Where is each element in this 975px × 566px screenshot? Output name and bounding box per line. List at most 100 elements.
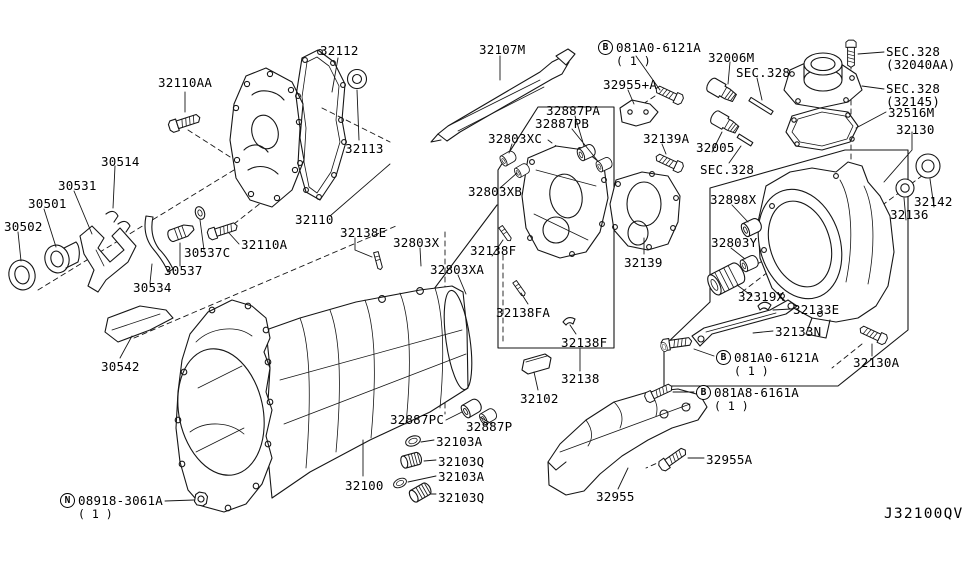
- part-number-text: 30502: [4, 219, 43, 234]
- diagram-code: J32100QV: [884, 506, 964, 522]
- part-number-text: 32100: [345, 478, 384, 493]
- part-label-32803XB: 32803XB: [468, 185, 522, 198]
- part-number-text: SEC.328: [700, 162, 755, 177]
- part-label-32803XC: 32803XC: [488, 132, 542, 145]
- part-label-32138: 32138: [561, 372, 600, 385]
- part-label-32110: 32110: [295, 213, 334, 226]
- part-number-text: 081A8-6161A: [714, 384, 799, 400]
- bottom-cover-32955-art: [547, 381, 708, 496]
- leader-lines: [17, 51, 935, 502]
- quantity-text: ( 1 ): [78, 507, 113, 521]
- part-label-32103A-1: 32103A: [436, 435, 482, 448]
- part-number-text: 30514: [101, 154, 140, 169]
- quantity-text: ( 1 ): [734, 364, 769, 378]
- circled-n-icon: N: [60, 493, 75, 508]
- part-number-text: 081A0-6121A: [734, 349, 819, 365]
- part-label-32103A-2: 32103A: [438, 470, 484, 483]
- part-number-text: 32138F: [470, 243, 517, 258]
- part-label-32139: 32139: [624, 256, 663, 269]
- part-label-32516M: 32516M: [888, 106, 934, 119]
- part-label-sec328-32040AA: SEC.328 (32040AA): [886, 45, 956, 71]
- part-number-text: 30537: [164, 263, 203, 278]
- part-label-sec328-switch-lower: SEC.328: [700, 163, 754, 176]
- part-label-32142: 32142: [914, 195, 953, 208]
- part-number-text: 32803XB: [468, 184, 523, 199]
- circled-b-icon: B: [696, 385, 711, 400]
- part-number-text: 32139: [624, 255, 663, 270]
- shifter-base-group-art: [783, 39, 863, 151]
- bushing-32113-art: [346, 68, 368, 90]
- part-number-text: 32107M: [479, 42, 526, 57]
- part-label-32887PA: 32887PA: [546, 104, 600, 117]
- part-number-text: 32136: [890, 207, 929, 222]
- part-number-text: 081A0-6121A: [616, 39, 701, 55]
- part-label-32005: 32005: [696, 141, 735, 154]
- rear-plate-group-art: [498, 142, 615, 375]
- part-number-text: SEC.328 (32040AA): [886, 44, 956, 73]
- part-label-32803XA: 32803XA: [430, 263, 484, 276]
- part-label-32112: 32112: [320, 44, 359, 57]
- main-gearcase-32100-art: [174, 251, 473, 513]
- part-number-text: 32103A: [438, 469, 485, 484]
- release-bearing-group-art: [8, 111, 240, 343]
- part-label-32107M: 32107M: [479, 43, 525, 56]
- part-number-text: 32887PA: [546, 103, 601, 118]
- part-number-text: 32955A: [706, 452, 753, 467]
- part-number-text: 30542: [101, 359, 140, 374]
- part-label-32139A: 32139A: [643, 132, 689, 145]
- part-label-32102: 32102: [520, 392, 559, 405]
- part-number-text: 32138FA: [496, 305, 551, 320]
- part-number-text: 32005: [696, 140, 735, 155]
- part-label-30537: 30537: [164, 264, 203, 277]
- gasket-32139-art: [609, 171, 681, 251]
- part-label-32133N: 32133N: [775, 325, 821, 338]
- part-label-32138FA: 32138FA: [496, 306, 550, 319]
- part-number-text: 32112: [320, 43, 359, 58]
- part-number-text: 32803XC: [488, 131, 543, 146]
- part-label-30534: 30534: [133, 281, 172, 294]
- circled-b-icon: B: [716, 350, 731, 365]
- part-label-32130: 32130: [896, 123, 935, 136]
- part-label-32319X: 32319X: [738, 290, 784, 303]
- part-number-text: 32887PC: [390, 412, 445, 427]
- part-number-text: 08918-3061A: [78, 492, 163, 508]
- part-label-32138E: 32138E: [340, 226, 386, 239]
- part-label-32136: 32136: [890, 208, 929, 221]
- part-number-text: 32138: [561, 371, 600, 386]
- part-label-30537C: 30537C: [184, 246, 230, 259]
- part-label-32138F-lower: 32138F: [561, 336, 607, 349]
- part-number-text: 32130: [896, 122, 935, 137]
- position-switch-group-art: [619, 75, 774, 175]
- part-label-32887PC: 32887PC: [390, 413, 444, 426]
- part-label-32887P: 32887P: [466, 420, 512, 433]
- part-number-text: 32955: [596, 489, 635, 504]
- part-label-32803Y: 32803Y: [711, 236, 757, 249]
- part-number-text: 32803XA: [430, 262, 485, 277]
- part-label-32133E: 32133E: [793, 303, 839, 316]
- part-number-text: 32138F: [561, 335, 608, 350]
- part-label-32955: 32955: [596, 490, 635, 503]
- part-number-text: 32130A: [853, 355, 900, 370]
- part-label-32803X: 32803X: [393, 236, 439, 249]
- circled-b-icon: B: [598, 40, 613, 55]
- part-label-32887PB: 32887PB: [535, 117, 589, 130]
- part-number-text: 32113: [345, 141, 384, 156]
- part-number-text: 32006M: [708, 50, 755, 65]
- part-number-text: 32887P: [466, 419, 513, 434]
- part-number-text: 32139A: [643, 131, 690, 146]
- part-number-text: 32102: [520, 391, 559, 406]
- part-label-32110A: 32110A: [241, 238, 287, 251]
- part-label-30542: 30542: [101, 360, 140, 373]
- part-label-32130A: 32130A: [853, 356, 899, 369]
- part-label-32955A: 32955A: [706, 453, 752, 466]
- part-label-32110AA: 32110AA: [158, 76, 212, 89]
- part-number-text: 32955+A: [603, 77, 658, 92]
- part-number-text: 32887PB: [535, 116, 590, 131]
- part-label-32898X: 32898X: [710, 193, 756, 206]
- part-number-text: 32516M: [888, 105, 935, 120]
- part-number-text: 32898X: [710, 192, 757, 207]
